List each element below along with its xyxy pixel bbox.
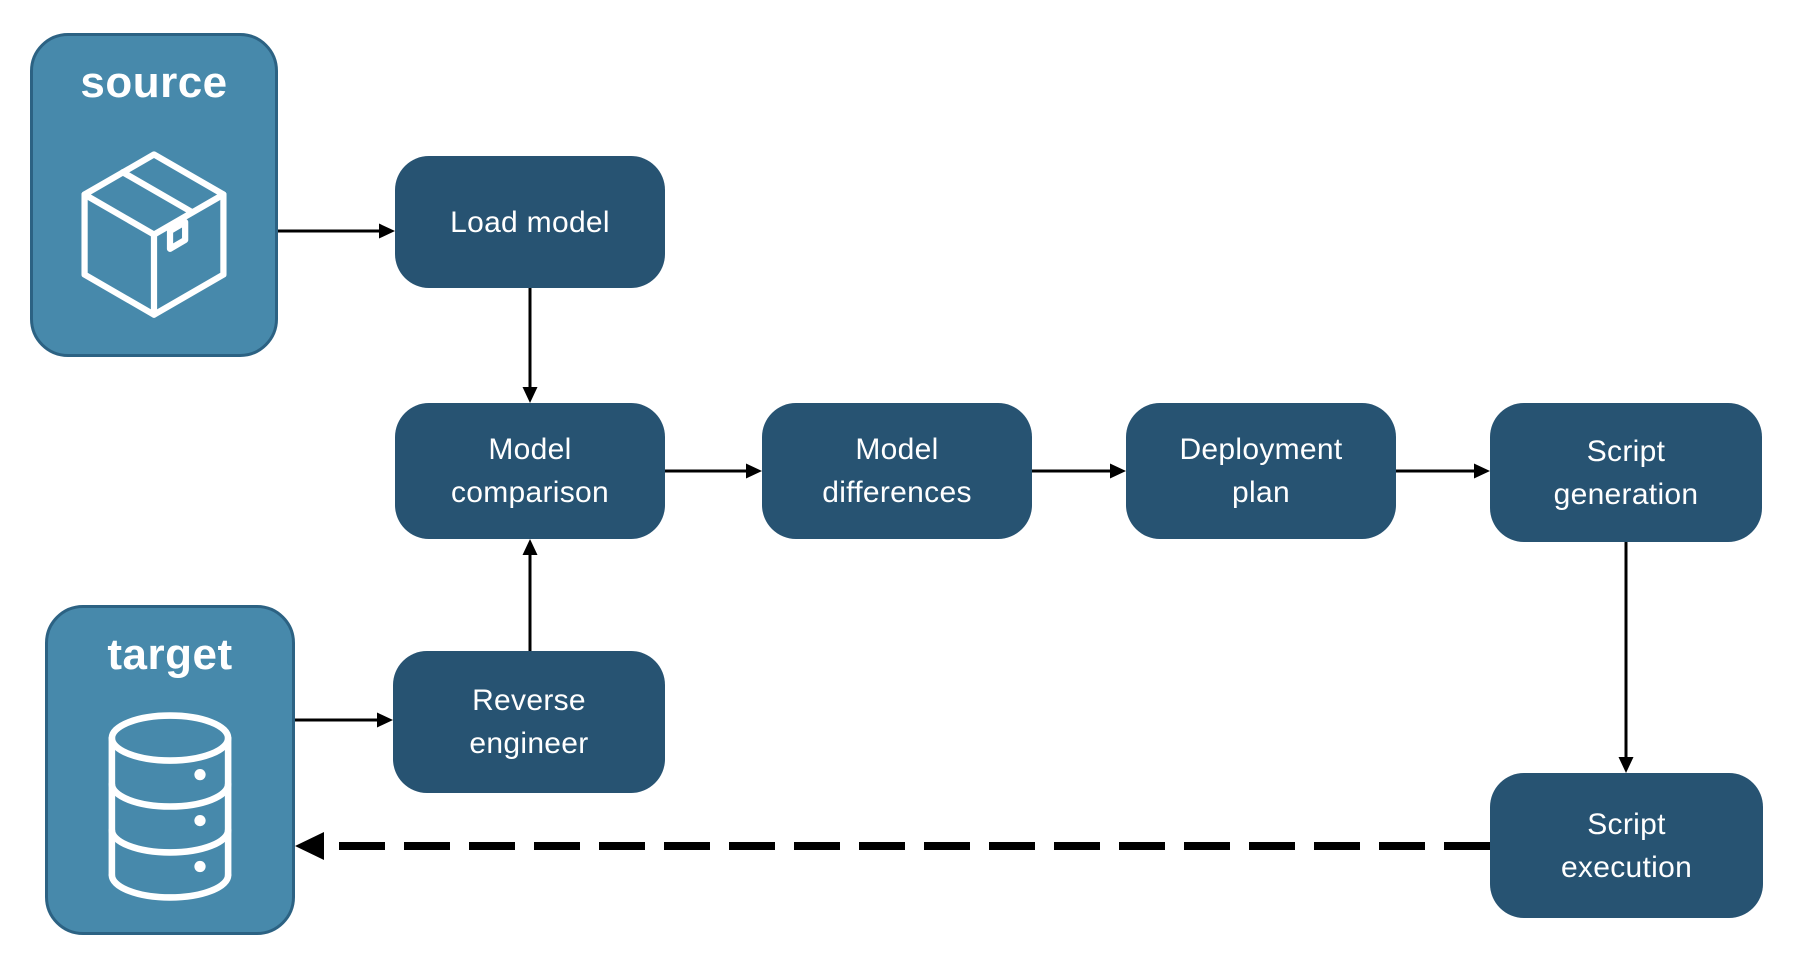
node-label-line: engineer <box>469 727 589 760</box>
node-label-line: Model <box>488 433 572 466</box>
node-reverse-engineer: Reverse engineer <box>393 651 665 793</box>
node-script-execution: Script execution <box>1490 773 1763 918</box>
node-label-line: comparison <box>450 476 610 509</box>
arrow-model-differences-to-deployment-plan <box>1032 463 1126 479</box>
database-icon <box>48 680 292 932</box>
source-label: source <box>80 58 228 107</box>
arrow-reverse-engineer-to-model-comparison <box>522 539 538 651</box>
node-script-generation: Script generation <box>1490 403 1762 542</box>
node-label-line: Load model <box>450 205 610 239</box>
node-label-line: Deployment <box>1179 433 1343 466</box>
node-label-line: Model <box>855 433 939 466</box>
node-label-line: Script <box>1586 434 1666 468</box>
arrow-source-to-load-model <box>278 223 395 239</box>
arrow-load-model-to-model-comparison <box>522 288 538 403</box>
node-model-differences: Model differences <box>762 403 1032 539</box>
node-model-comparison: Model comparison <box>395 403 665 539</box>
package-icon <box>33 108 275 354</box>
target-label: target <box>107 630 233 679</box>
node-label-line: execution <box>1560 850 1693 884</box>
node-deployment-plan: Deployment plan <box>1126 403 1396 539</box>
node-label-line: differences <box>822 476 972 509</box>
node-label-line: generation <box>1553 477 1699 511</box>
node-label-line: plan <box>1232 476 1290 509</box>
arrow-script-generation-to-script-execution <box>1618 542 1634 773</box>
arrow-model-comparison-to-model-differences <box>665 463 762 479</box>
node-label-line: Script <box>1587 807 1666 841</box>
node-label-line: Reverse <box>472 684 586 717</box>
arrow-deployment-plan-to-script-generation <box>1396 463 1490 479</box>
node-load-model: Load model <box>395 156 665 288</box>
arrow-target-to-reverse-engineer <box>295 712 393 728</box>
target-container: target <box>45 605 295 935</box>
arrow-script-execution-to-target-dashed <box>295 832 1490 860</box>
source-container: source <box>30 33 278 357</box>
